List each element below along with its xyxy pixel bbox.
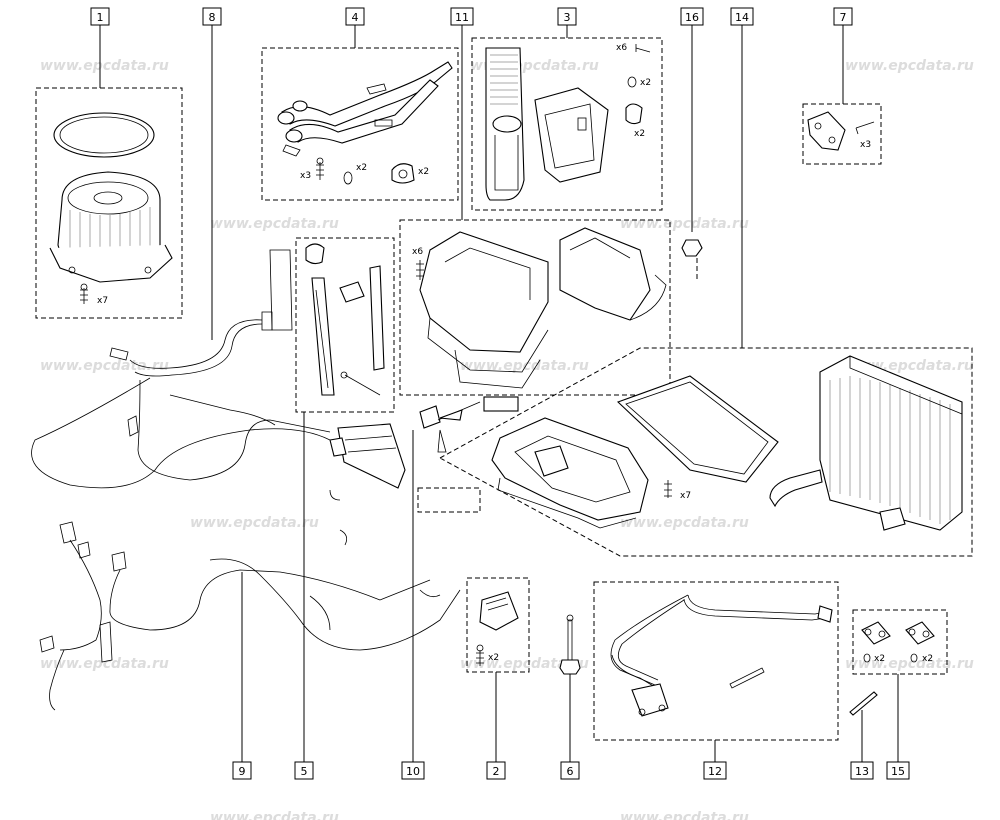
callout-box-6[interactable]: 6 (560, 761, 580, 780)
callout-box-4[interactable]: 4 (345, 7, 365, 26)
part-group-15-clips: x2 x2 (852, 609, 948, 762)
part-group-3-core-and-housing: x6 x2 x2 (471, 25, 663, 211)
part-group-14-lower-housing-radiator: x7 (438, 25, 973, 557)
watermark-text: www.epcdata.ru (620, 515, 749, 531)
quantity-label: x2 (418, 167, 429, 177)
watermark-text: www.epcdata.ru (845, 656, 974, 672)
quantity-label: x2 (356, 163, 367, 173)
callout-box-8[interactable]: 8 (202, 7, 222, 26)
callout-box-10[interactable]: 10 (401, 761, 425, 780)
part-group-7-connector: x3 (802, 25, 882, 165)
quantity-label: x6 (616, 43, 627, 53)
callout-box-5[interactable]: 5 (294, 761, 314, 780)
part-group-12-heater-pipes (593, 581, 839, 762)
part-group-6-sensor (559, 614, 581, 762)
part-group-11-upper-housing: x6 (399, 25, 671, 396)
watermark-text: www.epcdata.ru (845, 58, 974, 74)
part-group-9-lower-wiring-harness (39, 489, 461, 762)
watermark-text: www.epcdata.ru (460, 358, 589, 374)
callout-label: 6 (567, 765, 574, 778)
callout-label: 8 (209, 11, 216, 24)
callout-label: 16 (685, 11, 699, 24)
part-group-13-pin (849, 691, 878, 762)
quantity-label: x7 (680, 491, 691, 501)
watermark-text: www.epcdata.ru (210, 810, 339, 820)
watermark-text: www.epcdata.ru (620, 216, 749, 232)
callout-label: 10 (406, 765, 420, 778)
callout-box-1[interactable]: 1 (90, 7, 110, 26)
callout-box-2[interactable]: 2 (486, 761, 506, 780)
watermark-text: www.epcdata.ru (190, 515, 319, 531)
quantity-label: x3 (860, 140, 871, 150)
quantity-label: x6 (412, 247, 423, 257)
quantity-label: x3 (300, 171, 311, 181)
watermark-text: www.epcdata.ru (620, 810, 749, 820)
callout-box-7[interactable]: 7 (833, 7, 853, 26)
quantity-label: x7 (97, 296, 108, 306)
callout-box-14[interactable]: 14 (730, 7, 754, 26)
watermark-text: www.epcdata.ru (40, 358, 169, 374)
callout-label: 9 (239, 765, 246, 778)
callout-label: 14 (735, 11, 749, 24)
callout-label: 13 (855, 765, 869, 778)
callout-label: 11 (455, 11, 469, 24)
callout-box-11[interactable]: 11 (450, 7, 474, 26)
part-group-16-bolt (681, 25, 703, 282)
quantity-label: x2 (874, 654, 885, 664)
callout-label: 7 (840, 11, 847, 24)
part-group-1-blower-motor: x7 (35, 25, 183, 319)
watermark-text: www.epcdata.ru (460, 656, 589, 672)
callout-label: 3 (564, 11, 571, 24)
quantity-label: x2 (634, 129, 645, 139)
part-group-2-actuator: x2 (466, 577, 530, 762)
callout-label: 1 (97, 11, 104, 24)
part-group-8-wiring-harness (31, 25, 331, 489)
callout-label: 15 (891, 765, 905, 778)
callout-box-9[interactable]: 9 (232, 761, 252, 780)
quantity-label: x2 (488, 653, 499, 663)
part-group-4-pipe-assembly: x3 x2 x2 (261, 25, 459, 201)
callout-box-12[interactable]: 12 (703, 761, 727, 780)
callout-box-13[interactable]: 13 (850, 761, 874, 780)
callout-label: 4 (352, 11, 359, 24)
callout-box-16[interactable]: 16 (680, 7, 704, 26)
watermark-text: www.epcdata.ru (40, 656, 169, 672)
callout-box-3[interactable]: 3 (557, 7, 577, 26)
watermark-text: www.epcdata.ru (40, 58, 169, 74)
part-group-5-seals-and-actuators (295, 237, 395, 762)
watermark-text: www.epcdata.ru (210, 216, 339, 232)
callout-label: 12 (708, 765, 722, 778)
callout-label: 2 (493, 765, 500, 778)
quantity-label: x2 (640, 78, 651, 88)
callout-box-15[interactable]: 15 (886, 761, 910, 780)
callout-label: 5 (301, 765, 308, 778)
part-group-10-control-module (329, 396, 519, 762)
quantity-label: x2 (922, 654, 933, 664)
